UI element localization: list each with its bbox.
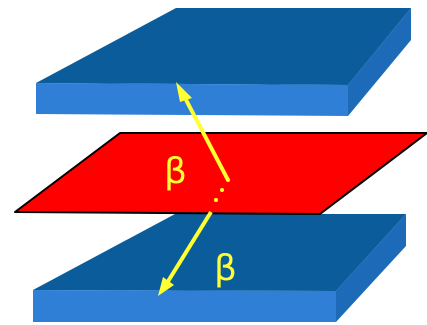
middle-plane [15, 133, 427, 214]
top-slab [36, 8, 411, 116]
bottom-slab-front-face [33, 290, 336, 322]
top-slab-top-face [36, 8, 411, 85]
upper-beta-label: β [164, 151, 187, 192]
lower-beta-label: β [214, 248, 237, 289]
